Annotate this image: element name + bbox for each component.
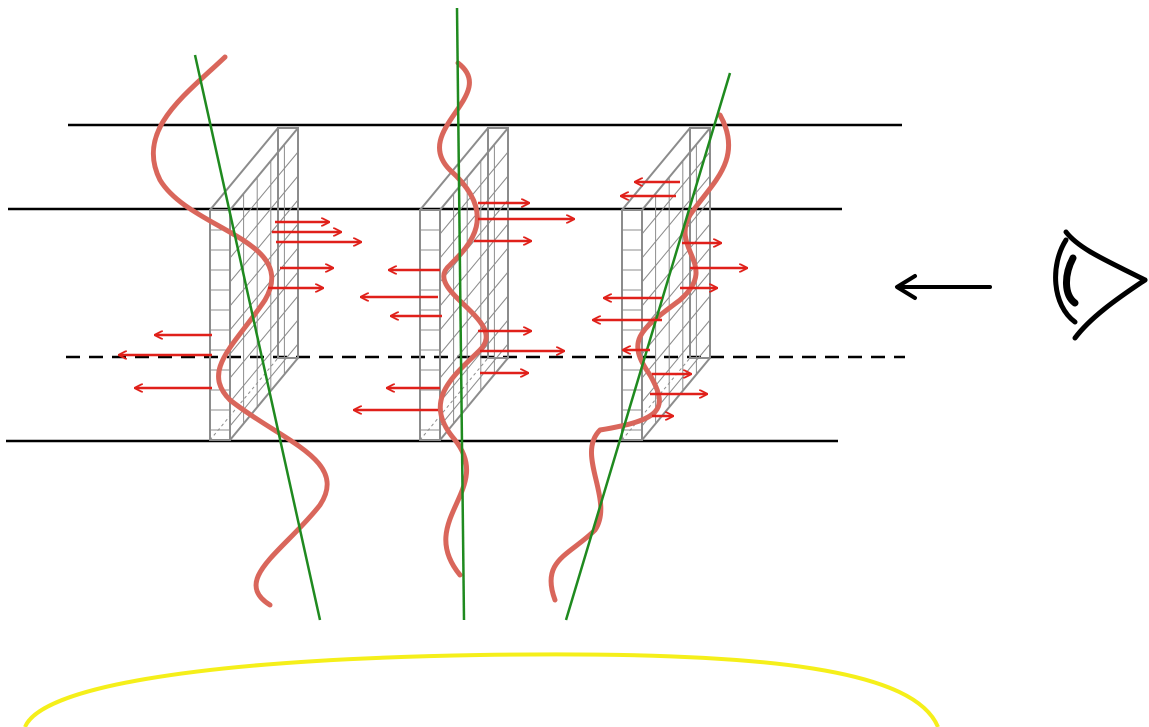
- axis-line-2: [455, 7, 466, 621]
- eye-icon: [1053, 229, 1148, 341]
- force-arrows: [120, 182, 746, 416]
- wave-2: [437, 60, 489, 578]
- grid-panel-2: [419, 127, 509, 441]
- axis-line-1: [193, 54, 322, 621]
- arrow-left-icon: [895, 274, 992, 300]
- wave-1: [150, 54, 330, 608]
- grid-panels: [209, 127, 711, 441]
- axis-line-3: [564, 72, 732, 621]
- yellow-ellipse: [23, 652, 940, 727]
- wave-3: [548, 112, 732, 603]
